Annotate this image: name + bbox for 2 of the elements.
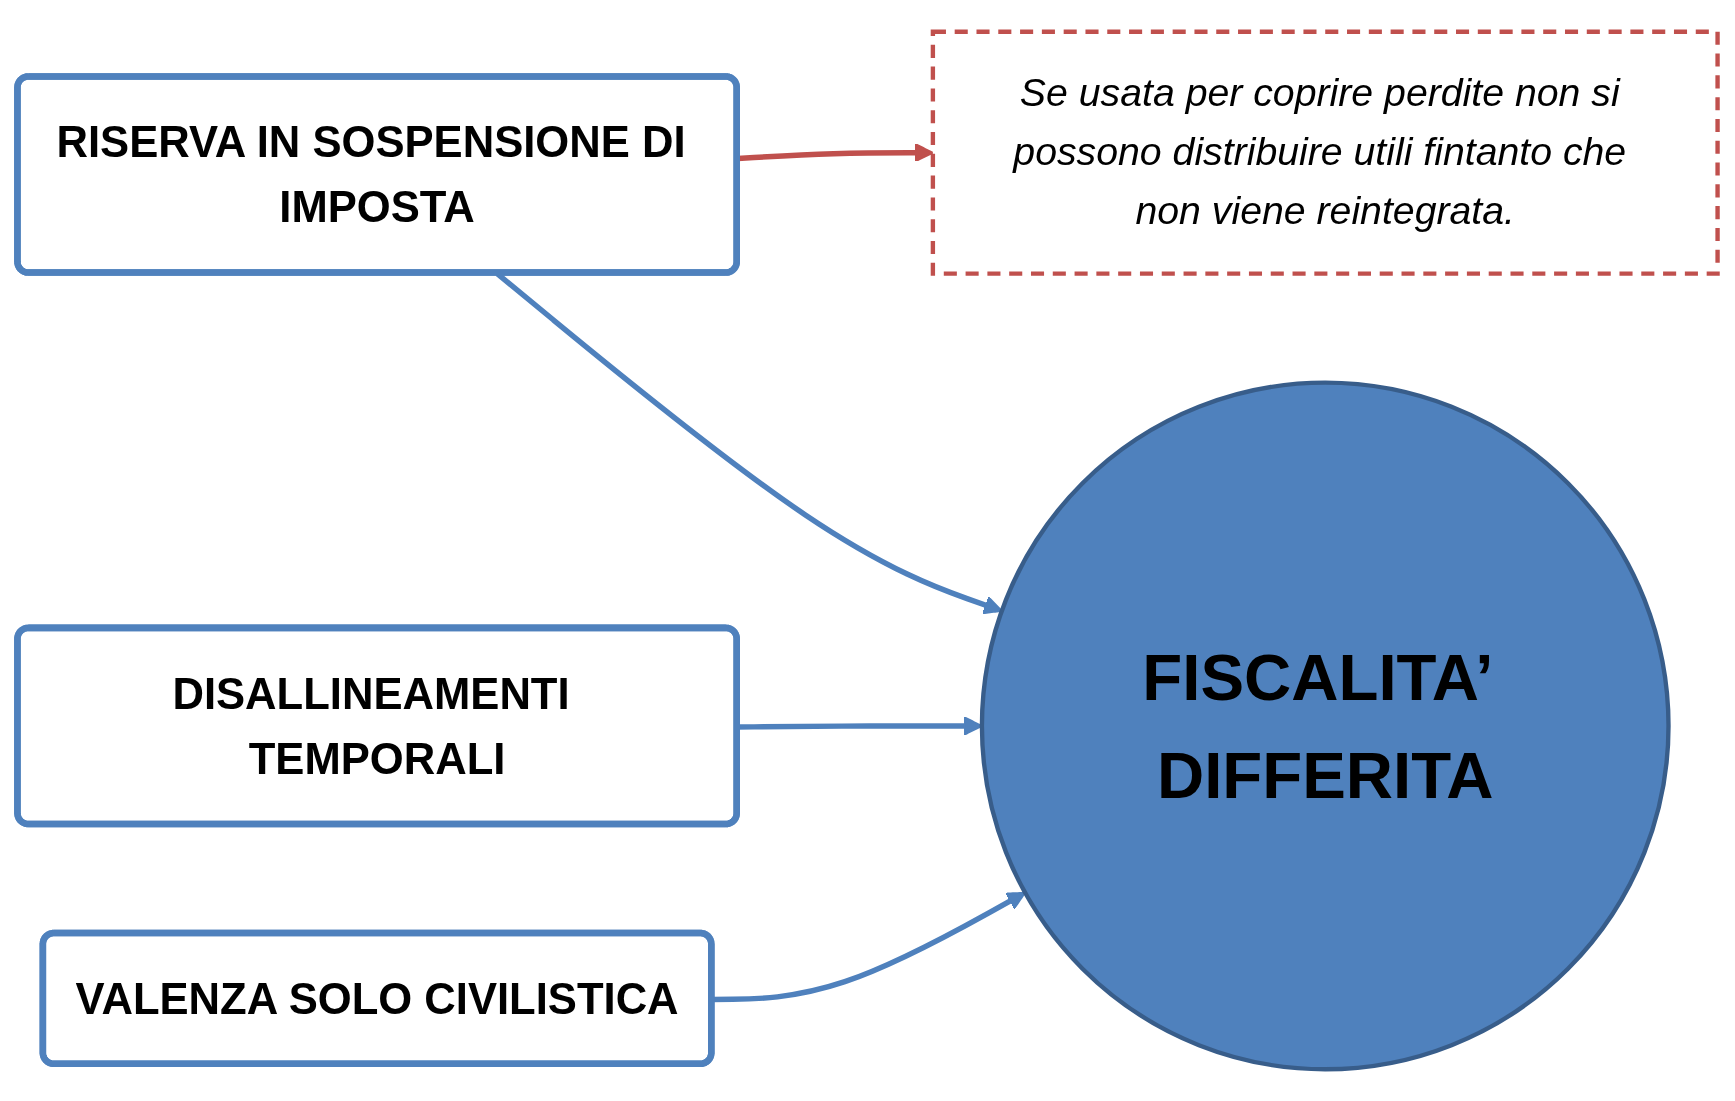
- node-circle: FISCALITA’ DIFFERITA: [979, 380, 1671, 1072]
- node-box: Se usata per coprire perdite non si possono distribuire utili fintanto che non viene reintegrata.: [930, 29, 1720, 276]
